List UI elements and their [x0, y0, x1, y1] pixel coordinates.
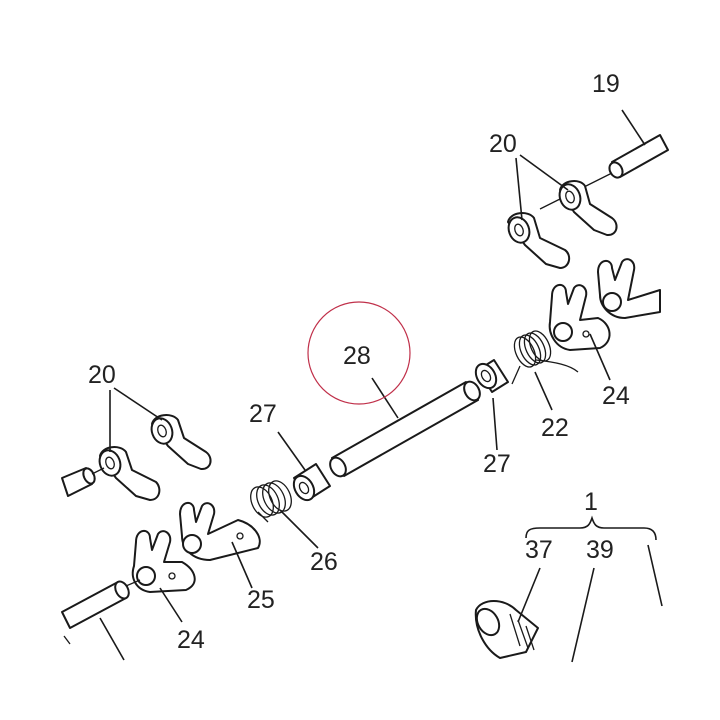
bushing-27-right[interactable]	[472, 359, 509, 393]
label-19: 19	[592, 70, 620, 98]
fork-24-right-front[interactable]	[548, 284, 611, 351]
highlight-circle	[307, 301, 411, 405]
label-28: 28	[343, 342, 371, 370]
spring-22[interactable]	[510, 328, 579, 385]
spring-26[interactable]	[246, 477, 296, 523]
rocker-arm-20-top-a[interactable]	[505, 212, 571, 269]
label-20-top: 20	[489, 130, 517, 158]
leader-lines	[99, 109, 663, 663]
shaft-left-upper[interactable]	[61, 467, 97, 497]
label-24-left: 24	[177, 626, 205, 654]
label-20-left: 20	[88, 361, 116, 389]
fork-24-left[interactable]	[131, 530, 196, 593]
rocker-arm-20-left-b[interactable]	[148, 414, 212, 471]
fork-24-right-rear[interactable]	[597, 258, 661, 319]
label-39: 39	[586, 536, 614, 564]
rocker-arm-20-top-b[interactable]	[556, 180, 618, 237]
label-25: 25	[247, 586, 275, 614]
label-27-right: 27	[483, 450, 511, 478]
part-37[interactable]	[472, 600, 539, 659]
group-1-brace	[525, 515, 657, 541]
bushing-27-left[interactable]	[290, 463, 331, 504]
label-22: 22	[541, 414, 569, 442]
label-24-right: 24	[602, 382, 630, 410]
shaft-19[interactable]	[607, 134, 669, 180]
label-37: 37	[525, 536, 553, 564]
label-27-left: 27	[249, 400, 277, 428]
label-1: 1	[584, 488, 598, 516]
shaft-28[interactable]	[327, 379, 483, 479]
shaft-left-lower[interactable]	[61, 579, 132, 645]
rocker-arm-20-left-a[interactable]	[96, 446, 161, 501]
label-26: 26	[310, 548, 338, 576]
fork-25[interactable]	[179, 502, 261, 561]
